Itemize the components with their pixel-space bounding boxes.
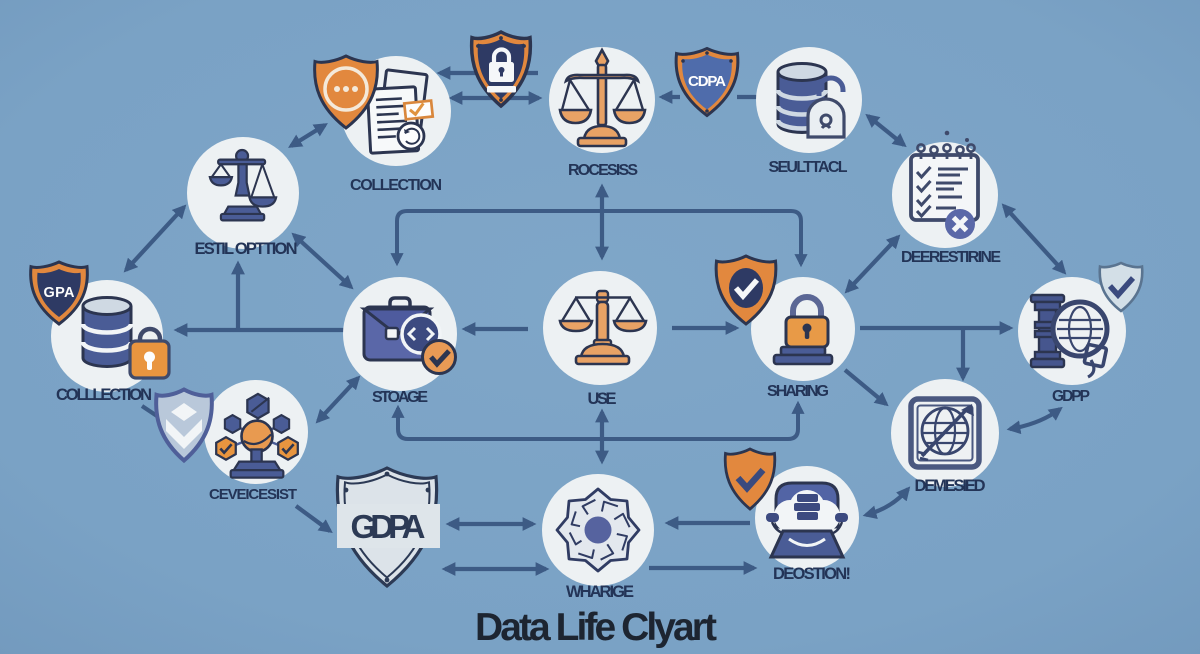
- svg-text:GPA: GPA: [44, 285, 76, 301]
- svg-text:GDPP: GDPP: [1052, 388, 1090, 405]
- svg-text:DEMESIED: DEMESIED: [915, 477, 986, 495]
- svg-text:SEULTTACL: SEULTTACL: [769, 159, 848, 176]
- svg-text:DEERESTIRINE: DEERESTIRINE: [901, 249, 1001, 266]
- svg-text:ROCESISS: ROCESISS: [568, 162, 638, 179]
- svg-text:GDPA: GDPA: [351, 508, 426, 545]
- svg-text:WHARIGE: WHARIGE: [566, 583, 634, 601]
- svg-text:ESTIL OPTTION: ESTIL OPTTION: [195, 240, 298, 258]
- svg-text:STOAGE: STOAGE: [372, 389, 428, 406]
- svg-text:Data Life Clyart: Data Life Clyart: [475, 606, 717, 649]
- svg-text:CEVEICESIST: CEVEICESIST: [209, 486, 297, 503]
- svg-text:COLLLECTION: COLLLECTION: [56, 386, 152, 404]
- svg-text:CDPA: CDPA: [688, 73, 726, 90]
- svg-text:USE: USE: [588, 390, 617, 408]
- svg-text:COLLECTION: COLLECTION: [350, 177, 442, 194]
- svg-text:SHARING: SHARING: [767, 383, 829, 400]
- svg-text:DEOSTION!: DEOSTION!: [773, 565, 851, 583]
